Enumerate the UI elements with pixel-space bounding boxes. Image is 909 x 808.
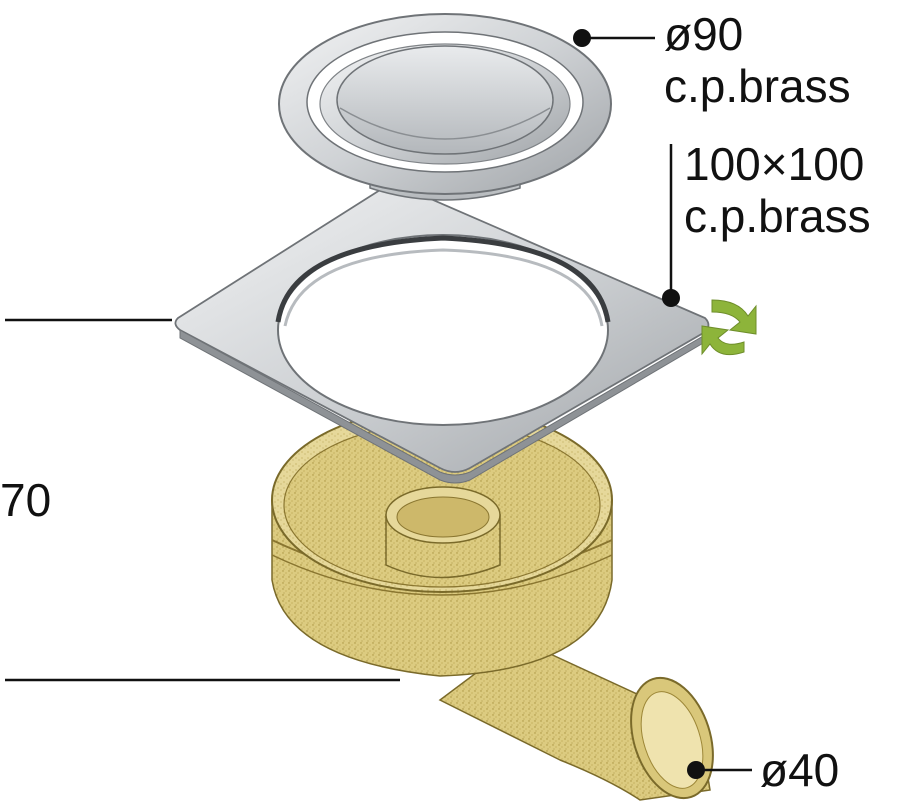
grate-cap bbox=[336, 45, 554, 155]
grate-callout-dot bbox=[573, 29, 591, 47]
grate-material-label: c.p.brass bbox=[664, 60, 851, 112]
frame-callout-dot bbox=[662, 289, 680, 307]
frame-opening bbox=[277, 234, 609, 426]
square-frame bbox=[174, 185, 710, 484]
annotation-leaders bbox=[5, 29, 752, 779]
frame-material-label: c.p.brass bbox=[684, 190, 871, 242]
outlet-callout-dot bbox=[687, 761, 705, 779]
outlet-diameter-label: ø40 bbox=[760, 744, 839, 796]
drain-body bbox=[271, 407, 714, 801]
round-grate bbox=[278, 13, 612, 201]
grate-diameter-label: ø90 bbox=[664, 8, 743, 60]
height-label: 70 bbox=[0, 474, 51, 526]
rotate-arrows-icon bbox=[701, 299, 757, 356]
frame-size-label: 100×100 bbox=[684, 138, 864, 190]
